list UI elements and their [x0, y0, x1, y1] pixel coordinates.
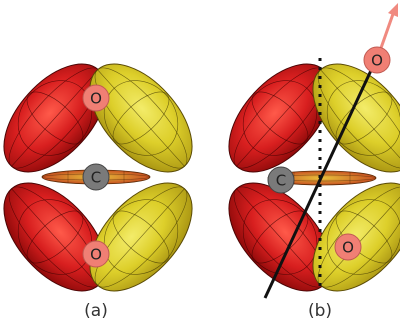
svg-text:O: O: [90, 90, 102, 108]
displacement-arrow: [379, 3, 398, 49]
panel-label-a: (a): [84, 301, 108, 321]
carbon-atom: C: [82, 163, 110, 191]
svg-text:C: C: [91, 169, 101, 187]
svg-text:O: O: [371, 52, 383, 70]
svg-text:O: O: [90, 246, 102, 264]
svg-text:C: C: [276, 172, 286, 190]
lobe-lower-right: [89, 182, 193, 292]
carbon-atom: C: [267, 166, 295, 194]
lobe-upper-left: [3, 63, 107, 173]
panel-a: O C O (a): [3, 63, 193, 321]
svg-text:O: O: [342, 239, 354, 257]
lobe-upper-right: [89, 63, 193, 173]
tilted-axis-line: [263, 63, 376, 299]
oxygen-atom-bottom: O: [334, 233, 362, 261]
oxygen-atom-bottom: O: [82, 240, 110, 268]
panel-b: C O O (b): [228, 3, 400, 321]
panel-label-b: (b): [308, 301, 332, 321]
oxygen-atom-top: O: [82, 84, 110, 112]
oxygen-atom-top: O: [363, 46, 391, 74]
